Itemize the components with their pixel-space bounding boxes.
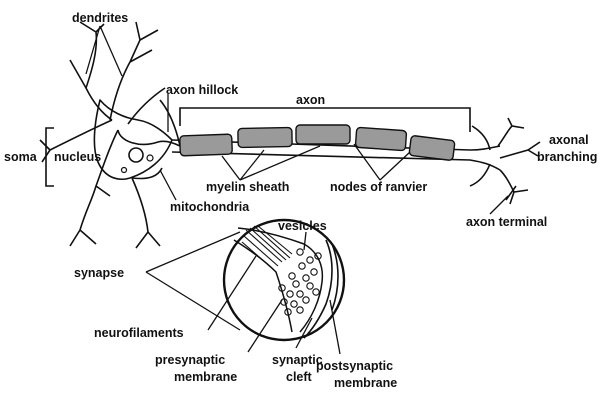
- label-branching: branching: [537, 150, 597, 164]
- label-synapse: synapse: [74, 266, 124, 280]
- labels: dendrites axon hillock axon soma nucleus…: [4, 11, 597, 390]
- label-axon-hillock: axon hillock: [166, 83, 238, 97]
- soma-outline: [40, 22, 180, 248]
- myelin-segment: [409, 135, 455, 160]
- label-vesicles: vesicles: [278, 219, 327, 233]
- label-mitochondria: mitochondria: [170, 200, 250, 214]
- label-presynaptic: presynaptic: [155, 353, 225, 367]
- myelin-segment: [180, 134, 233, 156]
- label-axon: axon: [296, 93, 325, 107]
- label-nodes-of-ranvier: nodes of ranvier: [330, 180, 427, 194]
- label-postsynaptic-membrane: membrane: [334, 376, 397, 390]
- soma-bracket: [46, 128, 54, 186]
- myelin-segment: [296, 125, 350, 144]
- label-postsynaptic: postsynaptic: [316, 359, 393, 373]
- label-presynaptic-membrane: membrane: [174, 370, 237, 384]
- label-synaptic-cleft: cleft: [286, 370, 313, 384]
- label-neurofilaments: neurofilaments: [94, 326, 184, 340]
- label-dendrites: dendrites: [72, 11, 128, 25]
- label-nucleus: nucleus: [54, 150, 101, 164]
- label-myelin-sheath: myelin sheath: [206, 180, 289, 194]
- axonal-branching: [470, 118, 540, 204]
- label-soma: soma: [4, 150, 38, 164]
- label-axon-terminal: axon terminal: [466, 215, 547, 229]
- myelin-segment: [355, 127, 406, 150]
- label-axonal: axonal: [549, 133, 589, 147]
- myelin-segment: [238, 128, 292, 148]
- nucleus-shape: [129, 148, 143, 162]
